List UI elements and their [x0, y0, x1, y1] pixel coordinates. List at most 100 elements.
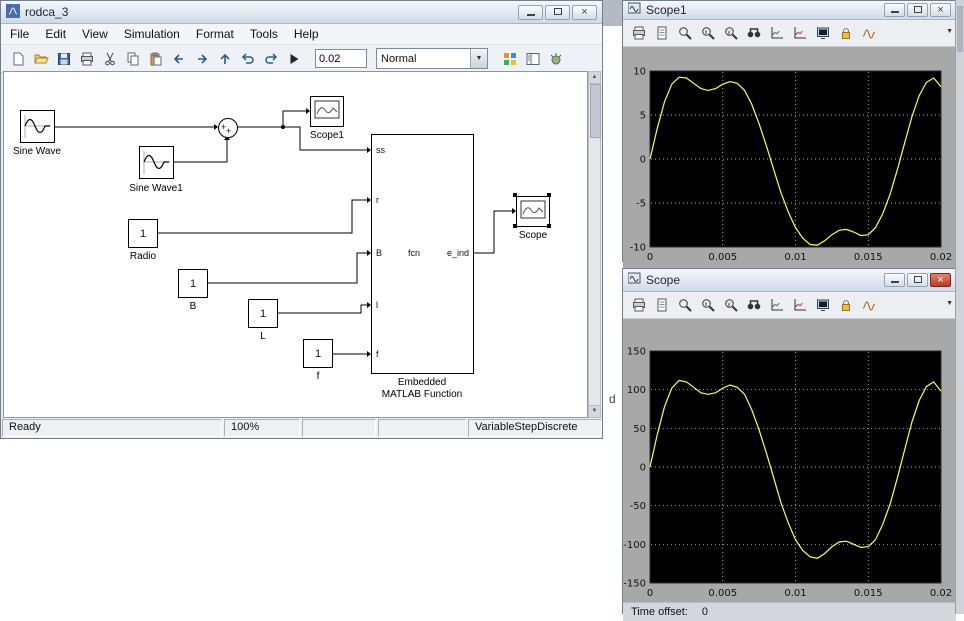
forward-icon[interactable]	[191, 48, 212, 69]
minimize-button[interactable]	[518, 4, 543, 20]
print-icon[interactable]	[76, 48, 97, 69]
scroll-down-icon[interactable]: ▼	[589, 405, 600, 417]
selection-handle[interactable]	[513, 224, 517, 228]
block-scope[interactable]	[516, 196, 550, 227]
menu-help[interactable]: Help	[293, 27, 319, 41]
status-solver: VariableStepDiscrete	[468, 419, 602, 437]
close-button[interactable]: ×	[572, 4, 597, 20]
lock-axes-icon[interactable]	[835, 23, 856, 44]
scroll-up-icon[interactable]: ▲	[589, 72, 600, 84]
page-scrollbar[interactable]	[955, 0, 964, 614]
y-tick-label: 10	[633, 67, 646, 78]
restore-axes-icon[interactable]	[789, 295, 810, 316]
cut-icon[interactable]	[99, 48, 120, 69]
block-constant-l[interactable]: 1	[248, 299, 278, 328]
save-axes-icon[interactable]	[766, 23, 787, 44]
maximize-button[interactable]	[907, 273, 928, 287]
x-tick-label: 0	[647, 588, 653, 599]
port-label-b: B	[376, 248, 383, 258]
zoom-y-icon[interactable]: y	[720, 295, 741, 316]
zoom-icon[interactable]	[674, 295, 695, 316]
chevron-down-icon[interactable]: ▼	[946, 28, 953, 35]
zoom-y-icon[interactable]: y	[720, 23, 741, 44]
block-label: L	[260, 331, 266, 342]
model-explorer-icon[interactable]	[522, 48, 543, 69]
sim-mode-value: Normal	[381, 52, 417, 65]
scope-app-icon	[627, 2, 641, 18]
copy-icon[interactable]	[122, 48, 143, 69]
stop-time-input[interactable]	[315, 49, 367, 68]
scope-titlebar[interactable]: Scope ×	[623, 269, 956, 292]
window-title: rodca_3	[25, 5, 69, 19]
block-sum[interactable]: + +	[218, 118, 238, 138]
signal-selection-icon[interactable]	[858, 23, 879, 44]
paste-icon[interactable]	[145, 48, 166, 69]
autoscale-icon[interactable]	[743, 23, 764, 44]
menu-tools[interactable]: Tools	[249, 27, 278, 41]
close-button[interactable]: ×	[930, 273, 951, 287]
print-icon[interactable]	[628, 23, 649, 44]
model-canvas[interactable]	[3, 71, 588, 418]
selection-handle[interactable]	[513, 193, 517, 197]
scrollbar-thumb[interactable]	[590, 84, 601, 138]
minimize-button[interactable]	[884, 3, 905, 17]
block-scope1[interactable]	[310, 96, 344, 127]
simulink-app-icon	[6, 3, 20, 21]
floating-scope-icon[interactable]	[812, 295, 833, 316]
scope1-titlebar[interactable]: Scope1 ×	[623, 1, 956, 20]
block-constant-b[interactable]: 1	[178, 269, 208, 298]
menu-format[interactable]: Format	[195, 27, 234, 41]
block-label: Sine Wave1	[129, 183, 183, 194]
chevron-down-icon[interactable]: ▼	[470, 49, 487, 68]
menu-simulation[interactable]: Simulation	[123, 27, 180, 41]
scrollbar-thumb[interactable]	[957, 6, 963, 52]
block-constant-radio[interactable]: 1	[128, 219, 158, 248]
redo-icon[interactable]	[260, 48, 281, 69]
menu-edit[interactable]: Edit	[45, 27, 67, 41]
selection-handle[interactable]	[547, 193, 551, 197]
block-constant-f[interactable]: 1	[303, 339, 333, 368]
print-icon[interactable]	[628, 295, 649, 316]
canvas-scrollbar[interactable]: ▲ ▼	[588, 71, 601, 418]
minimize-button[interactable]	[884, 273, 905, 287]
autoscale-icon[interactable]	[743, 295, 764, 316]
signal-selection-icon[interactable]	[858, 295, 879, 316]
library-browser-icon[interactable]	[499, 48, 520, 69]
back-icon[interactable]	[168, 48, 189, 69]
up-icon[interactable]	[214, 48, 235, 69]
save-axes-icon[interactable]	[766, 295, 787, 316]
chevron-down-icon[interactable]: ▼	[946, 300, 953, 307]
lock-axes-icon[interactable]	[835, 295, 856, 316]
open-icon[interactable]	[30, 48, 51, 69]
maximize-button[interactable]	[545, 4, 570, 20]
floating-scope-icon[interactable]	[812, 23, 833, 44]
new-icon[interactable]	[7, 48, 28, 69]
sim-mode-select[interactable]: Normal ▼	[376, 48, 488, 69]
zoom-icon[interactable]	[674, 23, 695, 44]
save-icon[interactable]	[53, 48, 74, 69]
restore-axes-icon[interactable]	[789, 23, 810, 44]
close-button[interactable]: ×	[930, 3, 951, 17]
play-icon[interactable]	[283, 48, 304, 69]
block-sine-wave1[interactable]	[139, 146, 174, 179]
parameters-icon[interactable]	[651, 23, 672, 44]
undo-icon[interactable]	[237, 48, 258, 69]
zoom-x-icon[interactable]: x	[697, 295, 718, 316]
block-sine-wave[interactable]	[20, 110, 55, 143]
menu-view[interactable]: View	[82, 27, 108, 41]
x-tick-label: 0.02	[930, 252, 952, 263]
menu-file[interactable]: File	[10, 27, 30, 41]
maximize-button[interactable]	[907, 3, 928, 17]
block-embedded-matlab-function[interactable]: ss r B l f fcn e_ind	[371, 134, 474, 374]
port-label-ss: ss	[376, 145, 385, 155]
svg-text:x: x	[704, 30, 707, 36]
selection-handle[interactable]	[547, 224, 551, 228]
zoom-x-icon[interactable]: x	[697, 23, 718, 44]
y-tick-label: 5	[640, 111, 646, 122]
debugger-icon[interactable]	[545, 48, 566, 69]
parameters-icon[interactable]	[651, 295, 672, 316]
simulink-titlebar[interactable]: rodca_3 ×	[1, 1, 602, 24]
